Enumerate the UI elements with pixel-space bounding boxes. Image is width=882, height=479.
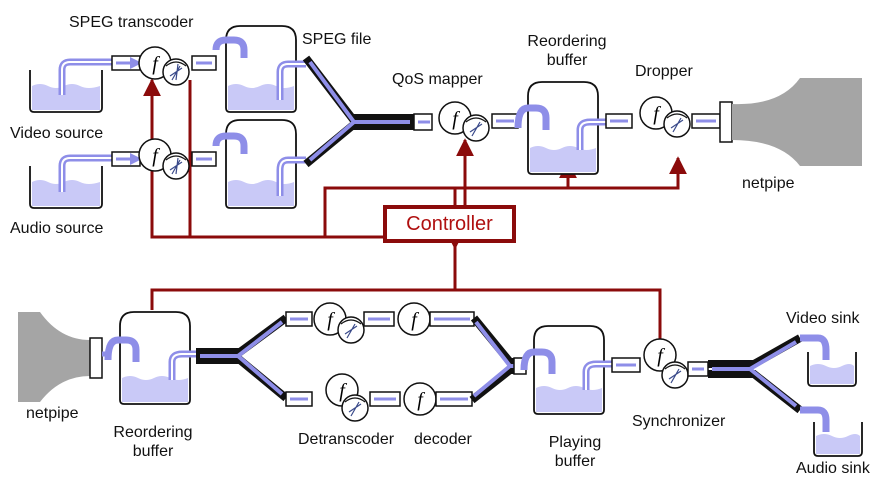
- dropper: f: [639, 96, 721, 138]
- playing-buffer: [520, 325, 641, 415]
- netpipe-top: [719, 78, 862, 166]
- video-sink-label: Video sink: [786, 310, 860, 327]
- svg-text:f: f: [452, 108, 460, 130]
- split-pipe-sinks: [708, 334, 830, 432]
- controller-box: Controller: [383, 205, 516, 243]
- qos-mapper: f: [438, 101, 519, 142]
- video-sink-tank: [807, 352, 857, 387]
- merge-pipe-bottom: [469, 315, 527, 404]
- control-line-netpipe-branch: [323, 186, 455, 237]
- decoder-label: decoder: [414, 431, 472, 448]
- dropper-label: Dropper: [635, 63, 693, 80]
- video-source-label: Video source: [10, 125, 104, 142]
- audio-source-label: Audio source: [10, 220, 104, 237]
- netpipe-bottom-label: netpipe: [26, 405, 79, 422]
- audio-sink-tank: [813, 422, 863, 457]
- netpipe-top-label: netpipe: [742, 175, 795, 192]
- svg-text:f: f: [657, 345, 665, 367]
- audio-sink-label: Audio sink: [796, 460, 870, 477]
- speg-transcoder-label: SPEG transcoder: [69, 14, 194, 31]
- svg-text:f: f: [411, 309, 419, 331]
- svg-text:f: f: [152, 145, 160, 167]
- detranscoder-label: Detranscoder: [298, 431, 395, 448]
- reordering-buffer-bottom-label-1: Reordering: [113, 424, 193, 441]
- merge-pipe-top: [302, 55, 433, 168]
- reordering-buffer-top-label-1: Reordering: [527, 33, 607, 50]
- svg-text:f: f: [327, 309, 335, 331]
- speg-file-label: SPEG file: [302, 31, 372, 48]
- speg-video-chain: f: [29, 25, 306, 113]
- svg-text:f: f: [152, 53, 160, 75]
- playing-buffer-label-2: buffer: [554, 453, 596, 470]
- decode-chain-upper: f f: [285, 302, 475, 344]
- reordering-buffer-bottom-label-2: buffer: [132, 443, 174, 460]
- audio-source-tank: [29, 166, 103, 209]
- qos-mapper-label: QoS mapper: [392, 71, 483, 88]
- speg-audio-chain: f: [29, 119, 306, 209]
- synchronizer-label: Synchronizer: [632, 413, 726, 430]
- svg-text:f: f: [417, 389, 425, 411]
- video-source-tank: [29, 70, 103, 113]
- split-pipe-bottom: [196, 314, 289, 402]
- reordering-buffer-top-label-2: buffer: [546, 52, 588, 69]
- reordering-buffer-top: [514, 81, 633, 175]
- reordering-buffer-bottom: [104, 311, 200, 405]
- playing-buffer-label-1: Playing: [548, 434, 602, 451]
- synchronizer: f: [643, 338, 709, 389]
- svg-text:f: f: [653, 103, 661, 125]
- control-lines: [143, 78, 687, 345]
- control-line-sources: [143, 78, 383, 239]
- decode-chain-lower: f f: [285, 373, 473, 422]
- svg-text:f: f: [339, 380, 347, 402]
